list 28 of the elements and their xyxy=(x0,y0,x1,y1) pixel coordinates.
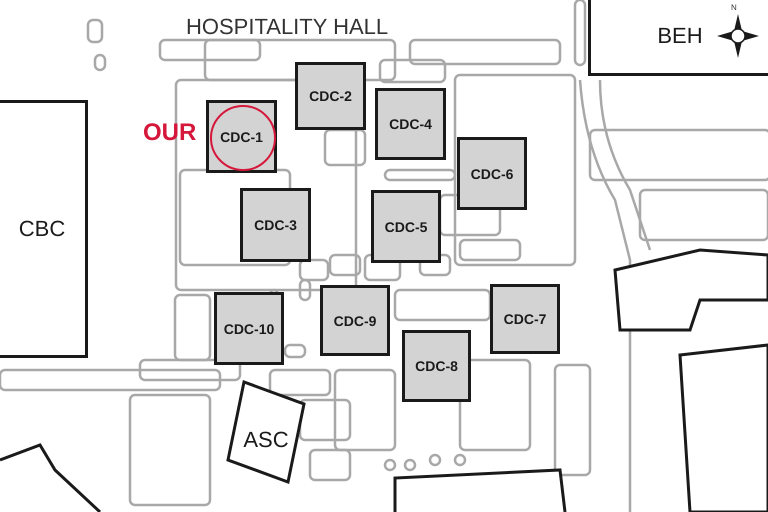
building-block xyxy=(371,190,441,263)
building-block xyxy=(320,285,390,356)
building-block xyxy=(214,292,284,365)
location-label: OUR xyxy=(143,119,196,147)
building-name: CDC-10 xyxy=(224,320,274,336)
building-block xyxy=(240,188,311,262)
building-name: CDC-9 xyxy=(334,312,376,328)
building-name: CDC-1 xyxy=(220,128,263,144)
building-name: CDC-2 xyxy=(309,88,352,104)
building-name: CBC xyxy=(18,216,66,242)
building-name: BEH xyxy=(657,23,703,49)
building-outline xyxy=(588,0,768,76)
building-block xyxy=(490,284,560,354)
building-outline xyxy=(228,382,304,482)
building-block xyxy=(402,330,471,402)
building-name: CDC-6 xyxy=(470,166,514,182)
building-name: ASC xyxy=(243,427,289,453)
building-name: CDC-7 xyxy=(504,311,546,327)
building-block xyxy=(457,137,527,210)
building-name: CDC-4 xyxy=(389,116,432,132)
compass-north-label: N xyxy=(731,3,737,12)
building-name: CDC-8 xyxy=(415,358,458,374)
building-block xyxy=(295,62,366,130)
building-name: CDC-5 xyxy=(384,218,428,234)
building-block xyxy=(375,88,446,160)
area-label: HOSPITALITY HALL xyxy=(186,14,388,40)
building-outline xyxy=(0,100,88,358)
building-name: CDC-3 xyxy=(254,217,297,233)
